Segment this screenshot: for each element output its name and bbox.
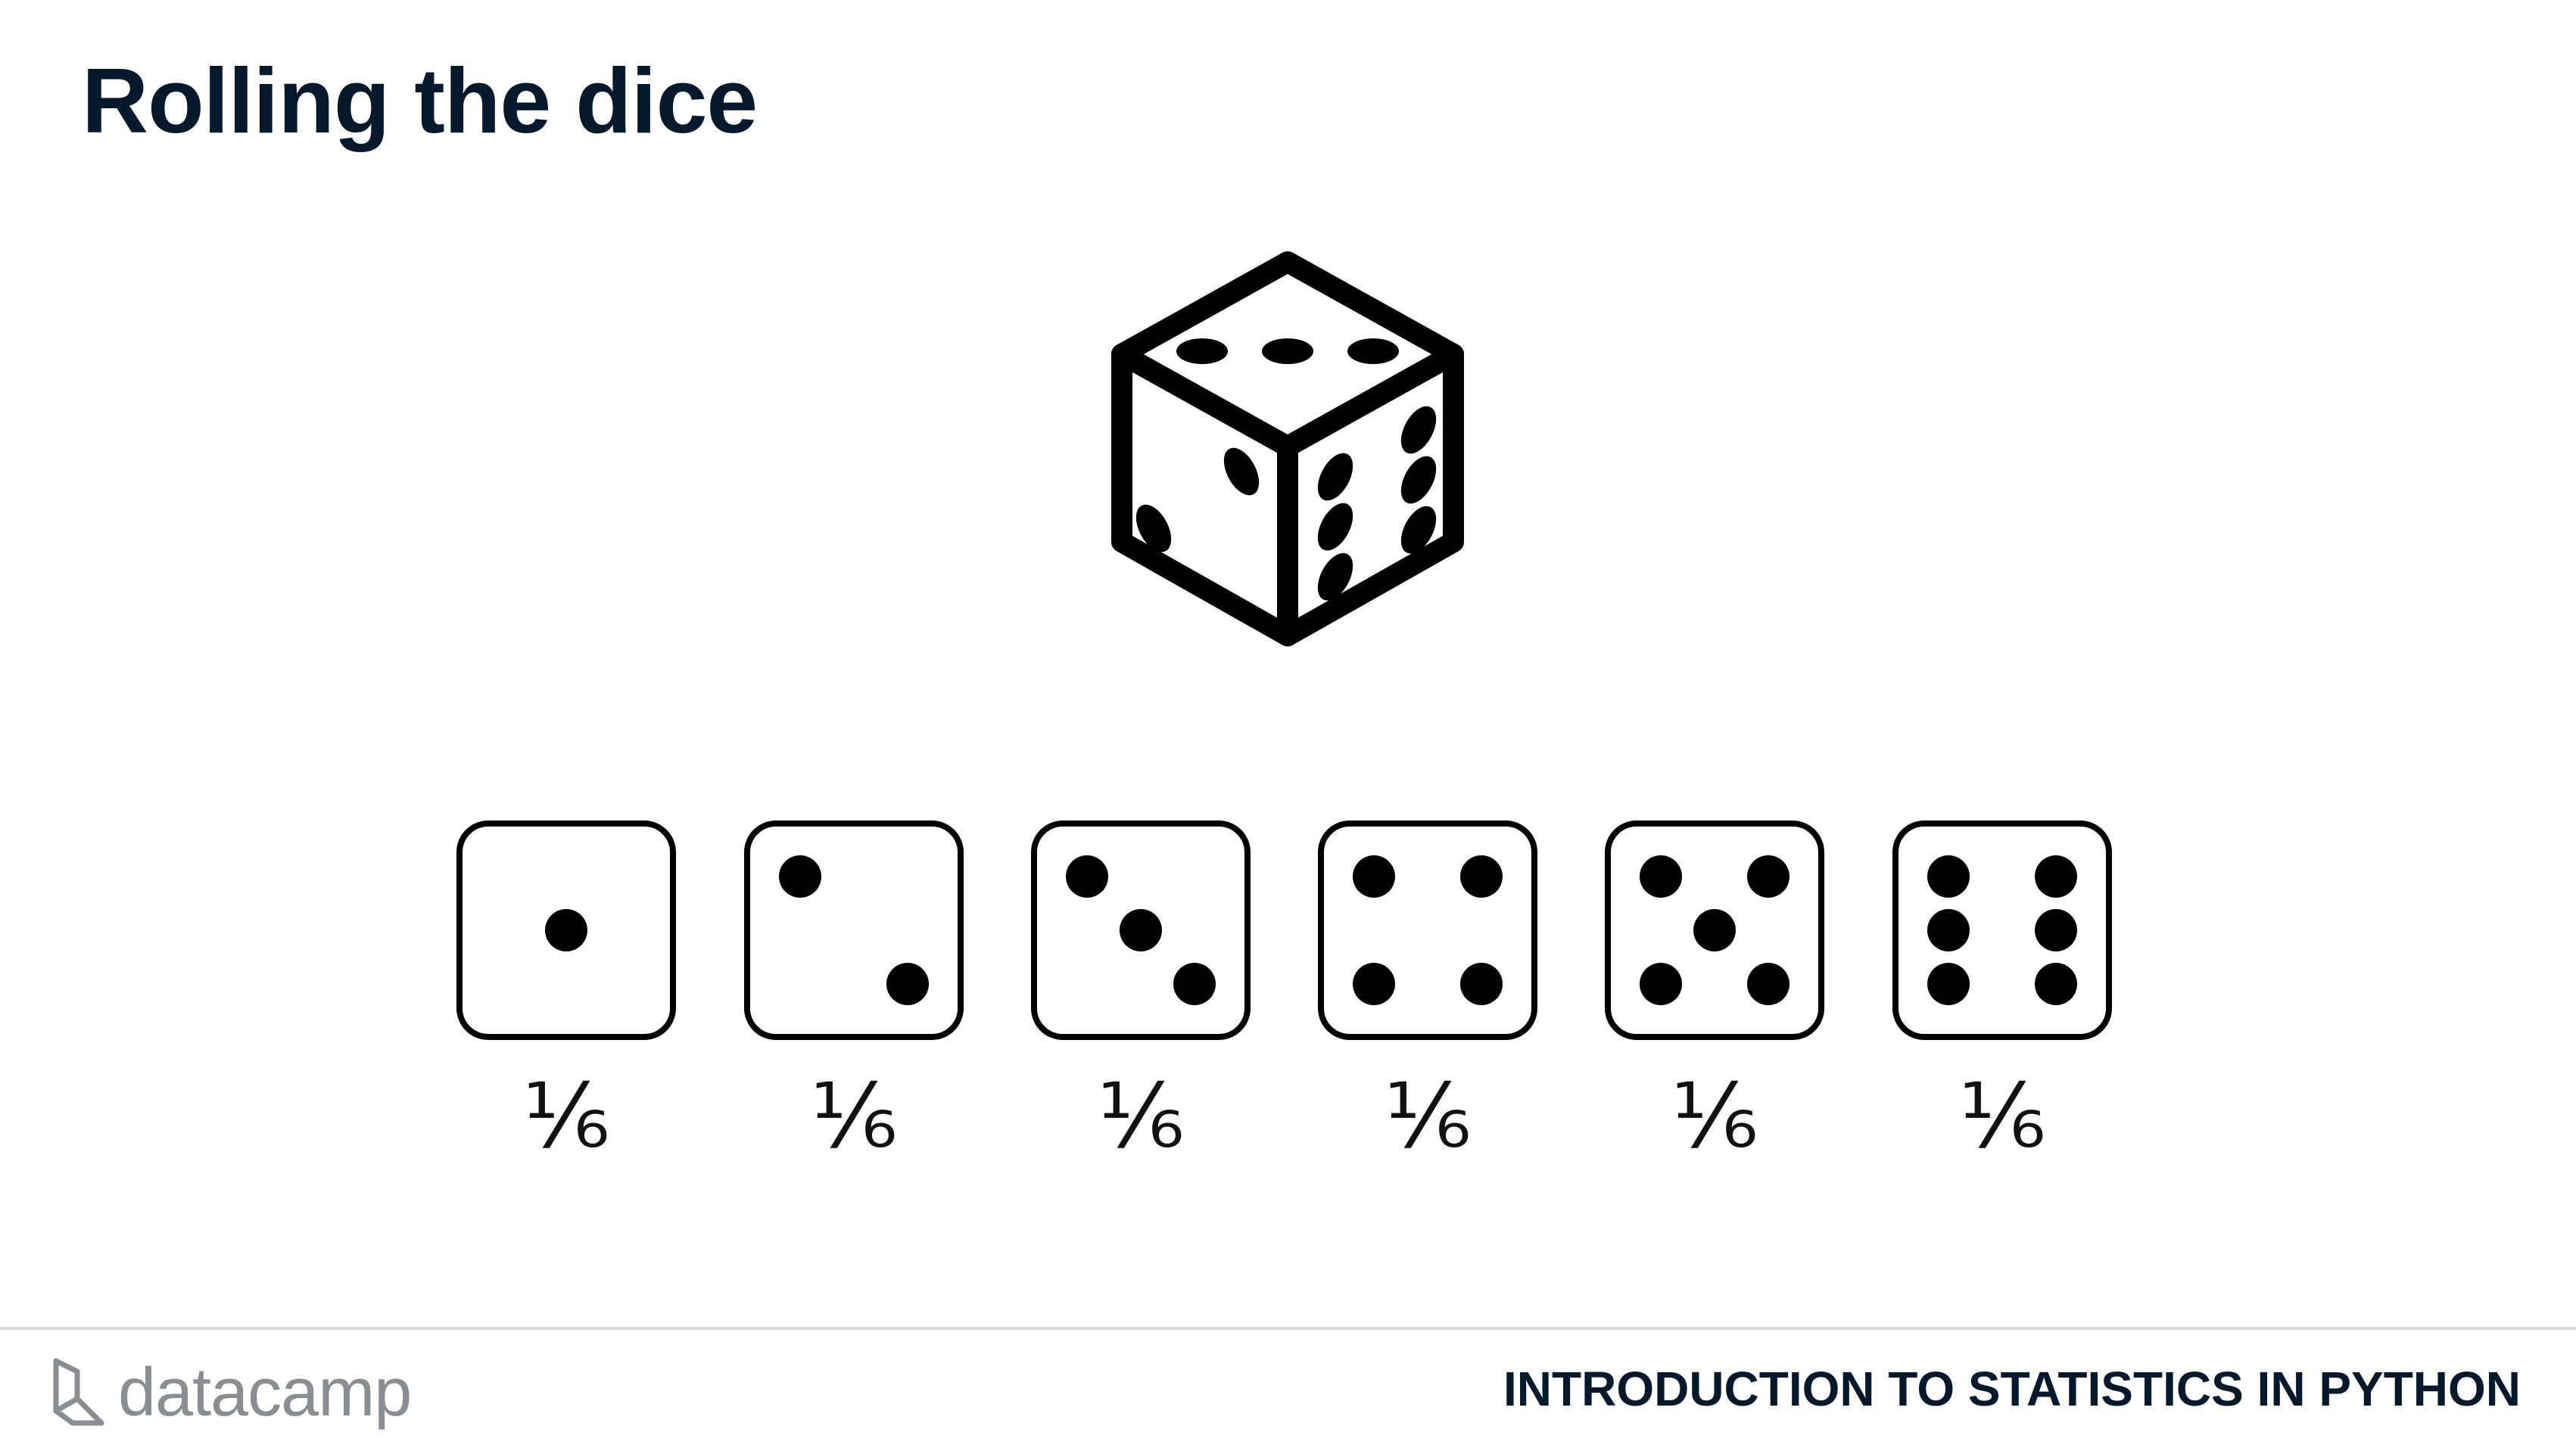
- datacamp-wordmark: datacamp: [118, 1355, 412, 1431]
- die-face-5-icon: [1605, 820, 1824, 1040]
- datacamp-logo-icon: [53, 1358, 104, 1426]
- die-face-6-icon: [1892, 820, 2112, 1040]
- probability-label-face-6: ⅙: [1958, 1063, 2046, 1168]
- footer-divider: [0, 1327, 2576, 1330]
- die-face-2-icon: [744, 820, 964, 1040]
- datacamp-logo: datacamp: [50, 1351, 412, 1434]
- probability-label-face-2: ⅙: [810, 1063, 898, 1168]
- die-face-4-icon: [1318, 820, 1537, 1040]
- isometric-die-icon: [1111, 251, 1464, 646]
- probability-label-face-1: ⅙: [522, 1063, 610, 1168]
- probability-label-face-5: ⅙: [1671, 1063, 1758, 1168]
- probability-label-face-4: ⅙: [1384, 1063, 1472, 1168]
- die-face-3-icon: [1031, 820, 1251, 1040]
- die-face-1-icon: [456, 820, 676, 1040]
- course-title: INTRODUCTION TO STATISTICS IN PYTHON: [1503, 1362, 2521, 1416]
- probability-label-face-3: ⅙: [1097, 1063, 1185, 1168]
- slide-title: Rolling the dice: [82, 49, 758, 152]
